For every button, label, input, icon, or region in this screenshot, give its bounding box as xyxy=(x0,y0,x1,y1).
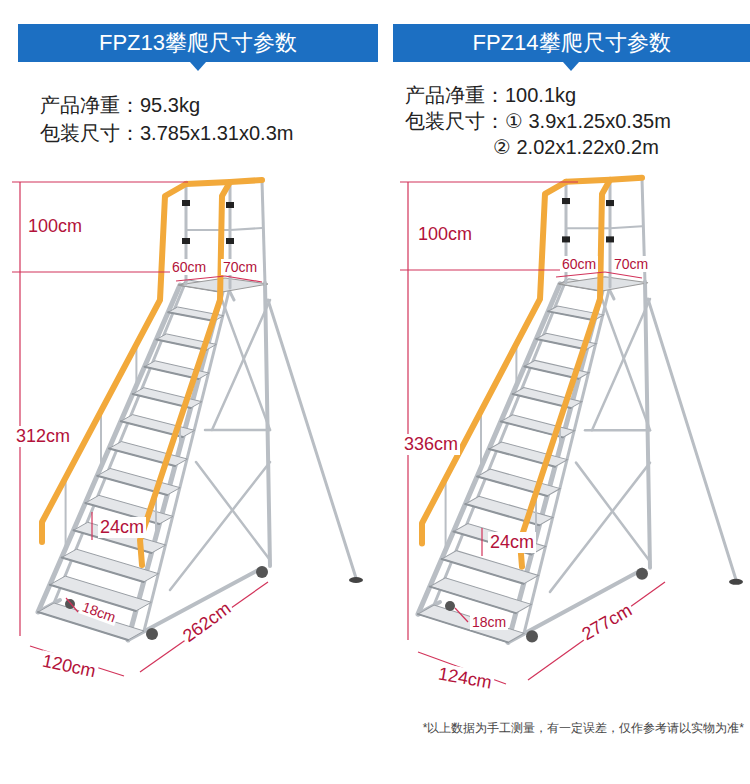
ladder-fpz13 xyxy=(38,180,363,640)
dimension-label: 336cm xyxy=(402,434,460,455)
spec-text: 产品净重：95.3kg xyxy=(40,94,200,117)
header-bar: FPZ14攀爬尺寸参数 xyxy=(393,24,750,62)
dim-line xyxy=(400,269,560,270)
dimension-label: 24cm xyxy=(488,532,536,553)
dimension-label: 262cm xyxy=(177,597,236,648)
spec-text: 包装尺寸：3.785x1.31x0.3m xyxy=(40,122,293,145)
footnote: *以上数据为手工测量，有一定误差，仅作参考请以实物为准* xyxy=(423,722,744,736)
dim-line xyxy=(66,598,78,612)
header-text: FPZ13攀爬尺寸参数 xyxy=(99,28,297,58)
dimension-label: 60cm xyxy=(560,256,598,272)
spec-text: ② 2.02x1.22x0.2m xyxy=(493,136,659,159)
dimension-label: 277cm xyxy=(577,599,638,646)
dimension-label: 70cm xyxy=(612,256,650,272)
dim-line xyxy=(225,276,262,282)
dim-line xyxy=(407,182,408,640)
dim-line xyxy=(556,272,605,277)
dim-line xyxy=(176,276,225,281)
dimension-lines xyxy=(12,182,665,684)
spec-text: 包装尺寸：① 3.9x1.25x0.35m xyxy=(405,110,671,133)
dim-line xyxy=(455,608,468,622)
dim-line xyxy=(481,528,482,556)
dim-line xyxy=(12,181,188,182)
ladder-fpz14 xyxy=(418,178,743,643)
dimension-label: 312cm xyxy=(14,426,72,447)
dimension-label: 124cm xyxy=(435,663,496,693)
header-pointer xyxy=(563,62,579,71)
dim-line xyxy=(528,582,665,680)
dimension-label: 100cm xyxy=(416,224,474,245)
dimension-label: 24cm xyxy=(98,517,146,538)
dim-line xyxy=(19,182,20,636)
dimension-label: 60cm xyxy=(170,259,208,275)
dimension-label: 70cm xyxy=(221,259,259,275)
dim-line xyxy=(12,271,172,272)
dimension-label: 18cm xyxy=(470,614,508,630)
dim-line xyxy=(91,512,92,540)
dim-line xyxy=(140,582,268,672)
header-pointer xyxy=(190,62,206,71)
dimension-label: 100cm xyxy=(26,216,84,237)
header-text: FPZ14攀爬尺寸参数 xyxy=(472,28,670,58)
dimension-label: 120cm xyxy=(38,650,99,682)
dim-line xyxy=(400,181,578,182)
dim-line xyxy=(605,272,642,278)
header-bar: FPZ13攀爬尺寸参数 xyxy=(18,24,378,62)
spec-text: 产品净重：100.1kg xyxy=(405,84,576,107)
